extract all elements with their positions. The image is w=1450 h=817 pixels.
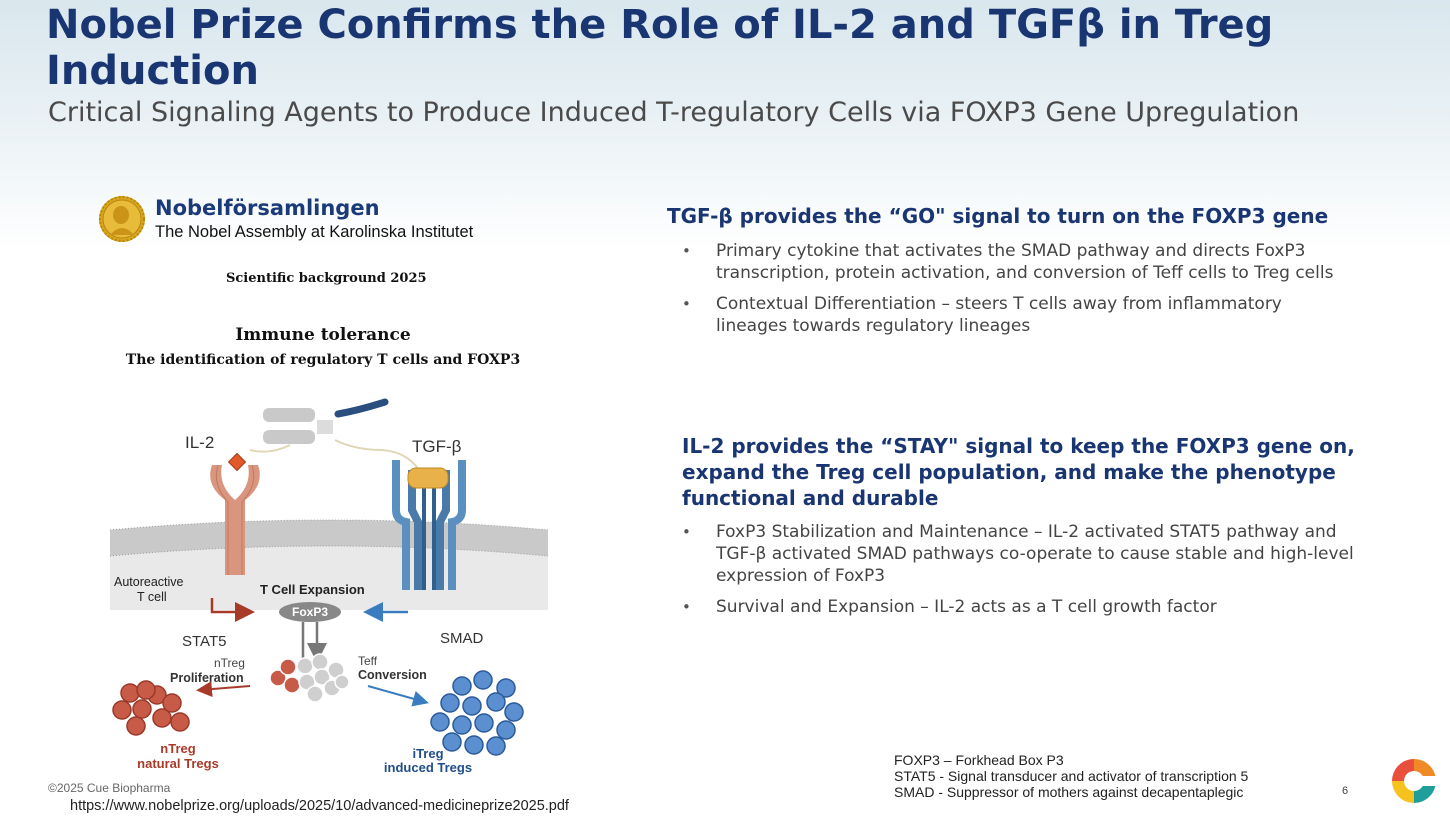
page-number: 6 [1342, 785, 1349, 797]
mixed-cell-cluster [269, 653, 350, 703]
abbreviation-smad: SMAD - Suppressor of mothers against dec… [894, 784, 1244, 800]
il2-bullet-list: FoxP3 Stabilization and Maintenance – IL… [682, 521, 1362, 627]
foxp3-node [279, 602, 341, 622]
label-conversion: Conversion [358, 668, 427, 682]
page-title: Nobel Prize Confirms the Role of IL-2 an… [46, 2, 1274, 94]
ntreg-cluster [112, 680, 190, 736]
itreg-cluster [430, 670, 524, 756]
label-ntreg-small: nTreg [214, 656, 245, 670]
nobel-org-name: Nobelförsamlingen [155, 196, 380, 220]
foxp3-down-arrows [303, 622, 317, 658]
cue-logo-icon [1392, 759, 1438, 803]
label-stat5: STAT5 [182, 633, 226, 650]
conversion-arrow [367, 685, 429, 707]
source-link[interactable]: https://www.nobelprize.org/uploads/2025/… [70, 798, 569, 814]
abbreviation-stat5: STAT5 - Signal transducer and activator … [894, 768, 1249, 784]
label-smad: SMAD [440, 630, 484, 647]
label-natural-tregs: natural Tregs [137, 756, 219, 771]
copyright: ©2025 Cue Biopharma [48, 781, 171, 795]
nobel-org-subtitle: The Nobel Assembly at Karolinska Institu… [155, 223, 474, 241]
proliferation-arrow [196, 681, 251, 698]
abbreviation-foxp3: FOXP3 – Forkhead Box P3 [894, 752, 1064, 768]
scientific-background-label: Scientific background 2025 [226, 271, 427, 286]
nobel-medal-icon [99, 196, 145, 242]
stat5-arrow [210, 598, 255, 622]
label-foxp3: FoxP3 [292, 605, 328, 619]
label-ntreg: nTreg [160, 741, 195, 756]
tgf-bullet-list: Primary cytokine that activates the SMAD… [682, 240, 1342, 346]
figure-heading: Immune tolerance [235, 325, 411, 345]
label-tcell: T cell [137, 590, 167, 604]
tgf-bullet: Contextual Differentiation – steers T ce… [682, 293, 1342, 337]
latent-tgfb-complex [249, 398, 423, 476]
label-teff: Teff [358, 654, 378, 668]
treg-induction-diagram: IL-2 TGF-β Autoreactive T cell T Cell Ex… [109, 398, 549, 775]
il2-bullet: Survival and Expansion – IL-2 acts as a … [682, 596, 1362, 618]
figure-subheading: The identification of regulatory T cells… [125, 352, 521, 368]
label-tcell-expansion: T Cell Expansion [260, 582, 365, 597]
il2-section-title: IL-2 provides the “STAY" signal to keep … [682, 434, 1355, 510]
tgf-bullet: Primary cytokine that activates the SMAD… [682, 240, 1342, 284]
label-tgfb: TGF-β [412, 437, 462, 456]
label-autoreactive: Autoreactive [114, 575, 184, 589]
il2-bullet: FoxP3 Stabilization and Maintenance – IL… [682, 521, 1362, 587]
label-proliferation: Proliferation [170, 671, 244, 685]
label-itreg: iTreg [412, 746, 443, 761]
label-induced-tregs: induced Tregs [384, 760, 472, 775]
abbreviations: FOXP3 – Forkhead Box P3 STAT5 - Signal t… [894, 752, 1248, 800]
tgf-section-title: TGF-β provides the “GO" signal to turn o… [667, 204, 1329, 228]
il2-receptor [210, 452, 260, 575]
tgfb-receptor [392, 460, 466, 590]
label-il2: IL-2 [185, 433, 214, 452]
page-subtitle: Critical Signaling Agents to Produce Ind… [48, 97, 1300, 128]
